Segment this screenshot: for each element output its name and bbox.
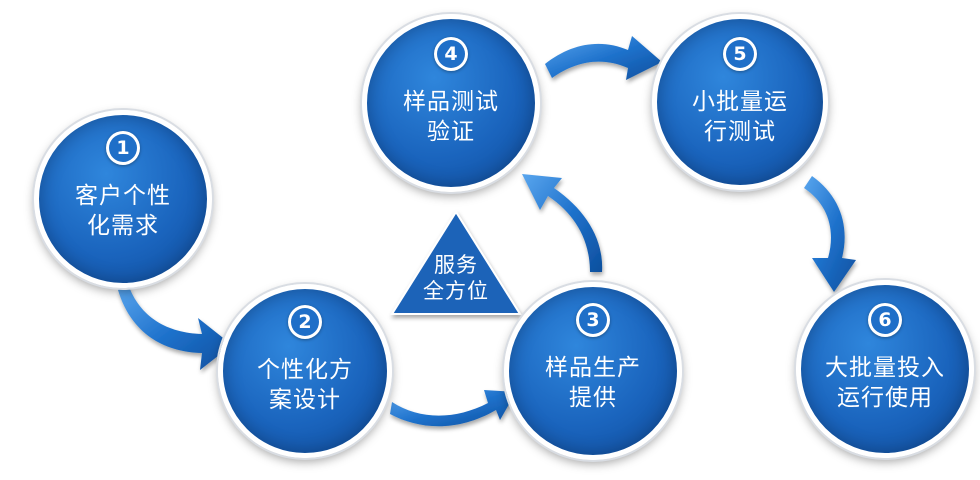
step-1-number: 1 xyxy=(109,134,137,162)
step-2-label: 个性化方 案设计 xyxy=(257,357,353,413)
arrow-3-to-4 xyxy=(522,174,603,272)
step-2-circle: 2 个性化方 案设计 xyxy=(218,284,392,458)
step-1-label: 客户个性 化需求 xyxy=(75,183,171,239)
step-3-number: 3 xyxy=(579,306,607,334)
step-3-number-badge: 3 xyxy=(576,303,610,337)
step-1-number-badge: 1 xyxy=(106,131,140,165)
center-triangle xyxy=(390,210,522,315)
arrow-4-to-5 xyxy=(545,36,662,80)
step-2-number: 2 xyxy=(291,308,319,336)
step-5-circle: 5 小批量运 行测试 xyxy=(652,14,828,190)
step-4-label: 样品测试 验证 xyxy=(403,89,499,145)
step-4-number-badge: 4 xyxy=(434,37,468,71)
step-4-number: 4 xyxy=(437,40,465,68)
step-6-circle: 6 大批量投入 运行使用 xyxy=(796,280,974,458)
step-2-number-badge: 2 xyxy=(288,305,322,339)
step-3-label: 样品生产 提供 xyxy=(545,355,641,411)
step-1-circle: 1 客户个性 化需求 xyxy=(34,110,212,288)
step-5-number: 5 xyxy=(726,40,754,68)
step-6-label: 大批量投入 运行使用 xyxy=(825,355,945,411)
center-label: 服务 全方位 xyxy=(423,253,489,303)
arrow-5-to-6 xyxy=(804,176,856,292)
step-3-circle: 3 样品生产 提供 xyxy=(504,282,682,460)
arrow-1-to-2 xyxy=(118,284,232,370)
step-5-label: 小批量运 行测试 xyxy=(692,89,788,145)
step-6-number: 6 xyxy=(871,306,899,334)
step-4-circle: 4 样品测试 验证 xyxy=(362,14,540,192)
step-5-number-badge: 5 xyxy=(723,37,757,71)
step-6-number-badge: 6 xyxy=(868,303,902,337)
arrow-2-to-3 xyxy=(390,390,516,427)
